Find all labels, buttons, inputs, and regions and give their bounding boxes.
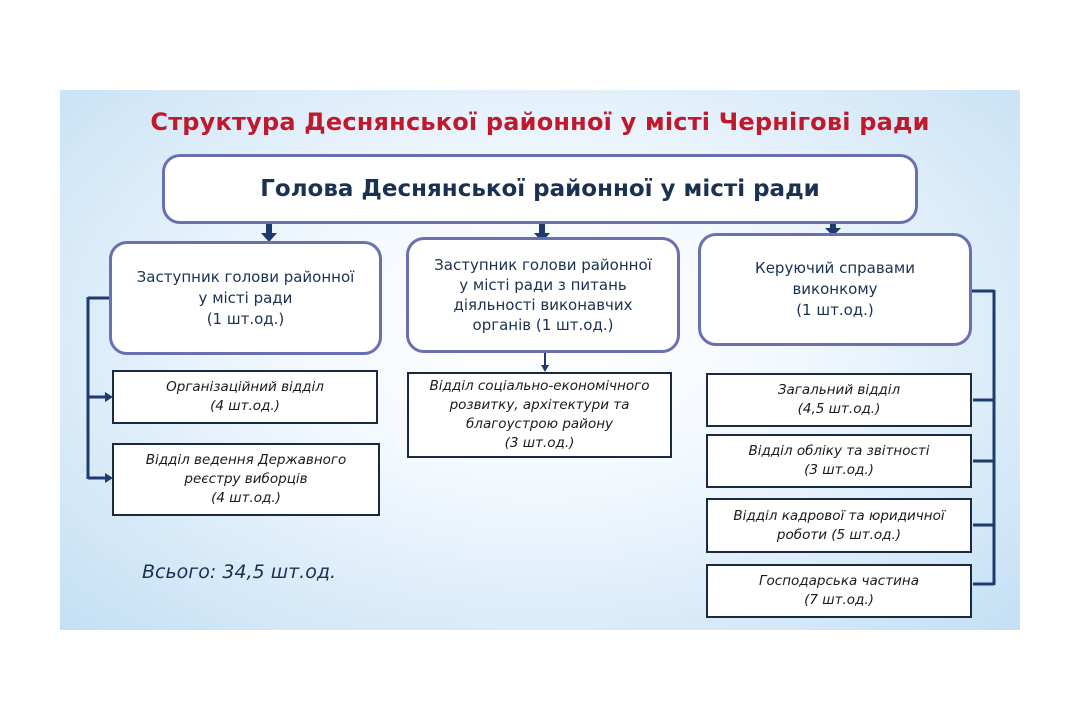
deputy-box-3: Керуючий справами виконкому (1 шт.од.) xyxy=(698,233,972,346)
unit-hr-legal: Відділ кадрової та юридичної роботи (5 ш… xyxy=(706,498,972,553)
deputy-2-line-3: діяльності виконавчих xyxy=(453,296,633,314)
unit-left-2-line-2: реєстру виборців xyxy=(184,471,308,487)
deputy-3-line-3: (1 шт.од.) xyxy=(796,301,874,319)
unit-center-1-line-3: благоустрою району xyxy=(465,416,614,432)
unit-center-1-line-1: Відділ соціально-економічного xyxy=(429,378,650,394)
deputy-2-line-2: у місті ради з питань xyxy=(459,276,627,294)
deputy-box-2: Заступник голови районної у місті ради з… xyxy=(406,237,680,353)
deputy-1-line-2: у місті ради xyxy=(198,288,293,307)
unit-right-1-line-1: Загальний відділ xyxy=(777,382,901,398)
unit-right-4-line-2: (7 шт.од.) xyxy=(804,592,874,608)
unit-right-2-line-2: (3 шт.од.) xyxy=(804,462,874,478)
deputy-2-line-1: Заступник голови районної xyxy=(434,256,652,274)
unit-left-2-line-1: Відділ ведення Державного xyxy=(145,452,347,468)
unit-household: Господарська частина (7 шт.од.) xyxy=(706,564,972,618)
unit-socio-economic: Відділ соціально-економічного розвитку, … xyxy=(407,372,672,458)
unit-voter-registry: Відділ ведення Державного реєстру виборц… xyxy=(112,443,380,516)
unit-right-3-line-2: роботи (5 шт.од.) xyxy=(776,526,902,543)
unit-accounting: Відділ обліку та звітності (3 шт.од.) xyxy=(706,434,972,488)
unit-right-2-line-1: Відділ обліку та звітності xyxy=(748,443,930,459)
unit-right-3-line-1: Відділ кадрової та юридичної xyxy=(733,507,945,524)
unit-right-1-line-2: (4,5 шт.од.) xyxy=(797,401,881,417)
unit-left-1-line-2: (4 шт.од.) xyxy=(210,398,280,414)
unit-right-4-line-1: Господарська частина xyxy=(759,573,919,589)
unit-organizational: Організаційний відділ (4 шт.од.) xyxy=(112,370,378,424)
deputy-2-line-4: органів (1 шт.од.) xyxy=(472,316,614,334)
total-label: Всього: 34,5 шт.од. xyxy=(142,561,336,583)
unit-center-1-line-2: розвитку, архітектури та xyxy=(449,397,630,413)
deputy-1-line-3: (1 шт.од.) xyxy=(206,309,285,328)
deputy-3-line-1: Керуючий справами xyxy=(755,259,915,277)
unit-center-1-line-4: (3 шт.од.) xyxy=(504,435,575,451)
diagram-title: Структура Деснянської районної у місті Ч… xyxy=(150,108,930,136)
unit-general: Загальний відділ (4,5 шт.од.) xyxy=(706,373,972,427)
deputy-1-line-1: Заступник голови районної xyxy=(136,267,355,286)
unit-left-1-line-1: Організаційний відділ xyxy=(166,379,324,395)
head-label: Голова Деснянської районної у місті ради xyxy=(260,176,820,202)
unit-left-2-line-3: (4 шт.од.) xyxy=(211,490,281,506)
deputy-3-line-2: виконкому xyxy=(792,280,878,298)
deputy-box-1: Заступник голови районної у місті ради (… xyxy=(109,241,382,355)
head-box: Голова Деснянської районної у місті ради xyxy=(162,154,918,224)
